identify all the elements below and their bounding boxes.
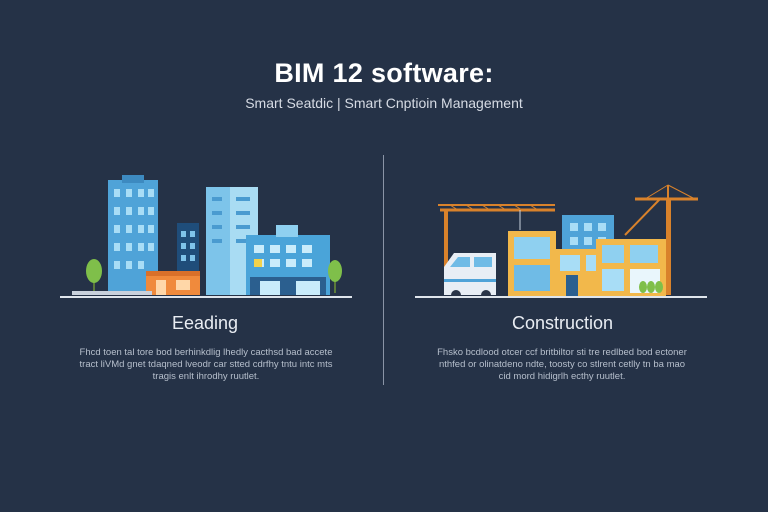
panel-description-left: Fhcd toen tal tore bod berhinkdlig lhedl… [79, 347, 333, 382]
construction-crane-icon [415, 184, 707, 300]
panel-label-right: Construction [511, 313, 614, 333]
page-title: BIM 12 software: [274, 58, 494, 88]
panel-label-left: Eeading [171, 313, 239, 333]
center-divider [383, 155, 384, 385]
city-buildings-icon [60, 175, 352, 298]
panel-description-right: Fhsko bcdlood otcer ccf britbiltor sti t… [437, 347, 687, 382]
page-subtitle: Smart Seatdic | Smart Cnptioin Managemen… [245, 95, 523, 111]
